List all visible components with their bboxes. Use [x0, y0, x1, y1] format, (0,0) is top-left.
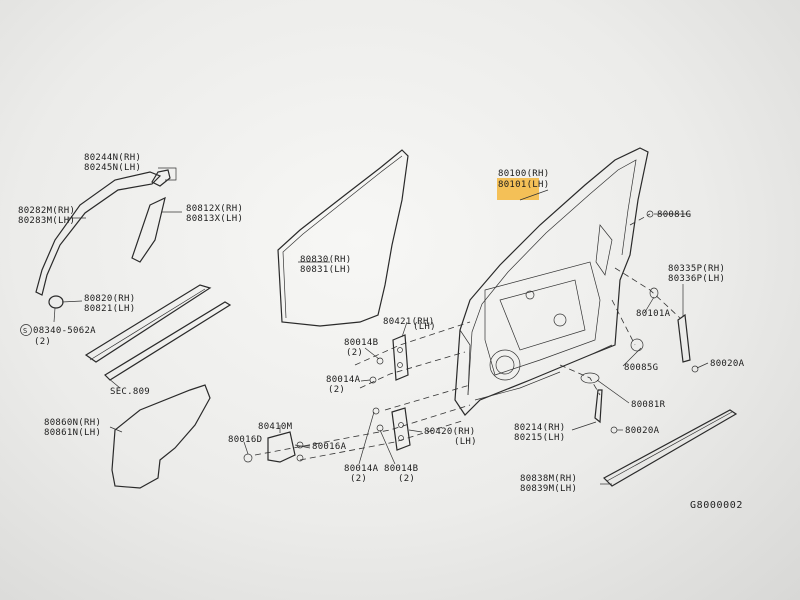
- corner-moulding[interactable]: [151, 169, 171, 187]
- label-80861n: 80861N(LH): [44, 428, 101, 438]
- label-80813x: 80813X(LH): [186, 214, 243, 224]
- label-80244n: 80244N(RH): [84, 153, 141, 163]
- label-80421-lh: (LH): [413, 322, 436, 332]
- label-80336p: 80336P(LH): [668, 274, 725, 284]
- label-80831: 80831(LH): [300, 265, 351, 275]
- small-parts: [580, 287, 691, 424]
- label-qty-08340: (2): [34, 337, 51, 347]
- label-qty-80014b-upper: (2): [346, 348, 363, 358]
- front-door-shell[interactable]: [454, 147, 649, 416]
- label-80282m: 80282M(RH): [18, 206, 75, 216]
- screw-symbol-icon: [20, 324, 32, 336]
- screw-symbol-letter: S: [23, 327, 28, 335]
- drawing-code: G8000002: [690, 500, 743, 511]
- label-80081g: 80081G: [657, 210, 691, 220]
- label-sec809: SEC.809: [110, 387, 150, 397]
- sash-garnish[interactable]: [131, 196, 166, 263]
- label-qty-80014b-lower: (2): [398, 474, 415, 484]
- label-80410m: 80410M: [258, 422, 293, 432]
- bolts: [243, 210, 699, 463]
- label-80101a: 80101A: [636, 309, 671, 319]
- label-80830: 80830(RH): [300, 255, 351, 265]
- label-80081r: 80081R: [631, 400, 666, 410]
- label-80420-lh: (LH): [454, 437, 477, 447]
- label-80283m: 80283M(LH): [18, 216, 75, 226]
- label-80020a-upper: 80020A: [710, 359, 745, 369]
- clip-part[interactable]: [48, 295, 64, 309]
- label-80335p: 80335P(RH): [668, 264, 725, 274]
- label-80812x: 80812X(RH): [186, 204, 243, 214]
- label-80215: 80215(LH): [514, 433, 565, 443]
- label-qty-80014a-lower: (2): [350, 474, 367, 484]
- label-80821: 80821(LH): [84, 304, 135, 314]
- sash-moulding[interactable]: [35, 171, 162, 296]
- label-80101: 80101(LH): [498, 180, 549, 190]
- door-weatherstrip[interactable]: [277, 149, 409, 327]
- label-80014a-lower: 80014A: [344, 464, 379, 474]
- label-80839m: 80839M(LH): [520, 484, 577, 494]
- label-08340: 08340-5062A: [33, 326, 96, 336]
- door-trim-panel[interactable]: [111, 384, 211, 489]
- label-80014a-upper: 80014A: [326, 375, 361, 385]
- label-80014b-upper: 80014B: [344, 338, 378, 348]
- upper-hinge[interactable]: [392, 334, 409, 381]
- label-80245n: 80245N(LH): [84, 163, 141, 173]
- label-80100: 80100(RH): [498, 169, 549, 179]
- sill-moulding[interactable]: [603, 409, 738, 487]
- label-80014b-lower: 80014B: [384, 464, 418, 474]
- label-80420-rh: 80420(RH): [424, 427, 475, 437]
- label-80085g: 80085G: [624, 363, 658, 373]
- label-80016a: 80016A: [312, 442, 347, 452]
- label-80020a-lower: 80020A: [625, 426, 660, 436]
- lower-hinge[interactable]: [391, 407, 411, 451]
- highlight-marker: [497, 178, 539, 200]
- label-80820: 80820(RH): [84, 294, 135, 304]
- label-80421-rh: 80421(RH): [383, 317, 434, 327]
- assembly-lines: [254, 213, 681, 461]
- label-qty-80014a-upper: (2): [328, 385, 345, 395]
- label-80214: 80214(RH): [514, 423, 565, 433]
- label-80860n: 80860N(RH): [44, 418, 101, 428]
- leader-lines: [53, 167, 709, 485]
- label-80838m: 80838M(RH): [520, 474, 577, 484]
- door-check-link[interactable]: [267, 431, 311, 463]
- label-80016d: 80016D: [228, 435, 262, 445]
